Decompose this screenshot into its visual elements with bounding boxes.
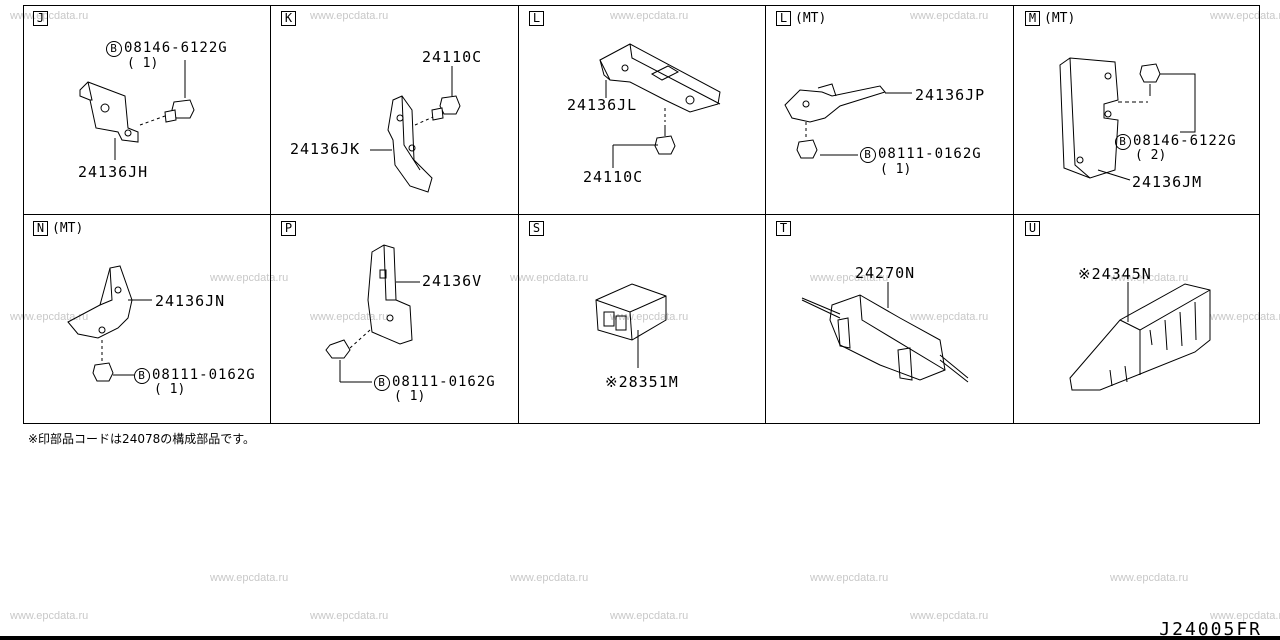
- watermark: www.epcdata.ru: [1110, 572, 1189, 584]
- panel-n-mt-tag: N(MT): [33, 221, 83, 236]
- watermark: www.epcdata.ru: [810, 572, 889, 584]
- bolt-symbol: B: [106, 41, 122, 57]
- drawing-code: J24005FR: [1159, 619, 1262, 640]
- watermark: www.epcdata.ru: [1210, 10, 1280, 22]
- bolt-qty: ( 1): [880, 162, 912, 177]
- bolt-qty: ( 2): [1135, 148, 1167, 163]
- panel-s-tag: S: [529, 221, 544, 236]
- watermark: www.epcdata.ru: [310, 10, 389, 22]
- part-label[interactable]: 24270N: [855, 264, 916, 282]
- part-label[interactable]: 24110C: [583, 168, 644, 186]
- watermark: www.epcdata.ru: [610, 610, 689, 622]
- watermark: www.epcdata.ru: [1210, 311, 1280, 323]
- part-label[interactable]: 24136JK: [290, 140, 361, 158]
- part-label[interactable]: 24136JH: [78, 163, 149, 181]
- watermark: www.epcdata.ru: [910, 610, 989, 622]
- watermark: www.epcdata.ru: [10, 311, 89, 323]
- panel-m-mt-tag: M(MT): [1025, 11, 1075, 26]
- bolt-qty: ( 1): [127, 56, 159, 71]
- footnote: ※印部品コードは24078の構成部品です。: [28, 432, 256, 446]
- watermark: www.epcdata.ru: [910, 10, 989, 22]
- bottom-rule: [0, 636, 1280, 640]
- bolt-qty: ( 1): [394, 389, 426, 404]
- part-label[interactable]: 24136JN: [155, 292, 226, 310]
- watermark: www.epcdata.ru: [210, 272, 289, 284]
- panel-p-tag: P: [281, 221, 296, 236]
- watermark: www.epcdata.ru: [1210, 610, 1280, 622]
- watermark: www.epcdata.ru: [10, 610, 89, 622]
- watermark: www.epcdata.ru: [810, 272, 889, 284]
- panel-k-tag: K: [281, 11, 296, 26]
- part-label[interactable]: ※28351M: [605, 373, 679, 391]
- panel-l-mt-tag: L(MT): [776, 11, 826, 26]
- part-label[interactable]: ※24345N: [1078, 265, 1152, 283]
- panel-j-tag: J: [33, 11, 48, 26]
- part-label[interactable]: 24136JP: [915, 86, 986, 104]
- watermark: www.epcdata.ru: [610, 311, 689, 323]
- watermark: www.epcdata.ru: [310, 610, 389, 622]
- part-label[interactable]: 24136JM: [1132, 173, 1203, 191]
- panel-l-tag: L: [529, 11, 544, 26]
- watermark: www.epcdata.ru: [510, 272, 589, 284]
- panel-u-tag: U: [1025, 221, 1040, 236]
- watermark: www.epcdata.ru: [210, 572, 289, 584]
- bolt-qty: ( 1): [154, 382, 186, 397]
- watermark: www.epcdata.ru: [610, 10, 689, 22]
- watermark: www.epcdata.ru: [310, 311, 389, 323]
- part-label[interactable]: 24136V: [422, 272, 483, 290]
- panel-t-tag: T: [776, 221, 791, 236]
- part-label[interactable]: 24110C: [422, 48, 483, 66]
- watermark: www.epcdata.ru: [10, 10, 89, 22]
- watermark: www.epcdata.ru: [1110, 272, 1189, 284]
- watermark: www.epcdata.ru: [510, 572, 589, 584]
- watermark: www.epcdata.ru: [910, 311, 989, 323]
- part-label[interactable]: 24136JL: [567, 96, 638, 114]
